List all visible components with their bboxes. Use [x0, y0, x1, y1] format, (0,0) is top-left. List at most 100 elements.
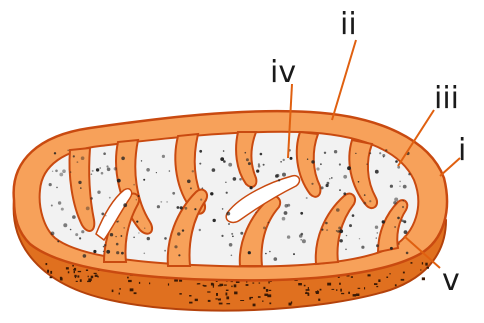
underside-speckle — [208, 300, 211, 302]
matrix-speckle — [192, 170, 194, 172]
underside-speckle — [139, 282, 140, 284]
matrix-speckle — [403, 200, 404, 201]
matrix-speckle — [239, 178, 242, 181]
underside-speckle — [168, 283, 169, 285]
matrix-speckle — [62, 169, 66, 173]
matrix-speckle — [258, 163, 260, 165]
underside-speckle — [88, 276, 89, 278]
underside-speckle — [95, 275, 98, 277]
underside-speckle — [127, 277, 129, 279]
underside-speckle — [76, 281, 78, 282]
underside-speckle — [50, 277, 53, 279]
underside-speckle — [332, 289, 335, 290]
matrix-speckle — [406, 252, 409, 255]
underside-speckle — [340, 289, 342, 292]
matrix-speckle — [79, 237, 81, 239]
matrix-speckle — [226, 212, 230, 216]
matrix-speckle — [56, 187, 58, 189]
matrix-speckle — [364, 194, 366, 196]
underside-speckle — [259, 283, 261, 284]
matrix-speckle — [282, 217, 286, 221]
underside-speckle — [355, 294, 357, 296]
matrix-speckle — [240, 232, 243, 235]
matrix-speckle — [334, 150, 337, 153]
matrix-speckle — [194, 208, 196, 210]
underside-speckle — [249, 297, 251, 299]
matrix-speckle — [220, 157, 224, 161]
label-i: i — [458, 133, 466, 168]
matrix-speckle — [398, 243, 399, 244]
leader-line-i — [440, 158, 460, 176]
matrix-speckle — [90, 197, 93, 200]
matrix-speckle — [390, 247, 393, 250]
matrix-speckle — [103, 251, 104, 252]
underside-speckle — [401, 279, 405, 281]
matrix-speckle — [324, 152, 326, 154]
matrix-speckle — [212, 168, 216, 172]
underside-speckle — [130, 288, 134, 291]
matrix-speckle — [369, 152, 371, 154]
matrix-speckle — [109, 197, 111, 199]
underside-speckle — [213, 285, 214, 288]
label-v: v — [442, 263, 460, 298]
underside-speckle — [74, 271, 75, 273]
underside-speckle — [77, 275, 79, 277]
underside-speckle — [112, 290, 114, 293]
underside-speckle — [376, 286, 378, 287]
matrix-speckle — [311, 160, 314, 163]
underside-speckle — [358, 288, 361, 289]
leader-line-ii — [332, 40, 356, 120]
matrix-speckle — [339, 163, 341, 165]
underside-speckle — [327, 283, 331, 286]
matrix-speckle — [172, 192, 175, 195]
matrix-speckle — [123, 227, 125, 229]
matrix-speckle — [51, 232, 55, 236]
label-iv: iv — [270, 55, 296, 90]
matrix-speckle — [52, 171, 53, 172]
underside-speckle — [269, 290, 272, 291]
matrix-speckle — [185, 207, 188, 210]
matrix-speckle — [138, 232, 139, 233]
matrix-speckle — [63, 223, 67, 227]
matrix-speckle — [302, 239, 306, 243]
matrix-speckle — [104, 244, 106, 246]
matrix-speckle — [390, 185, 393, 188]
matrix-speckle — [200, 199, 202, 201]
matrix-speckle — [57, 240, 59, 242]
underside-speckle — [119, 288, 120, 290]
matrix-speckle — [343, 192, 346, 195]
underside-speckle — [318, 299, 320, 301]
matrix-speckle — [393, 201, 396, 204]
matrix-speckle — [263, 227, 266, 230]
matrix-speckle — [376, 237, 377, 238]
matrix-speckle — [329, 178, 330, 179]
matrix-speckle — [349, 224, 352, 227]
underside-speckle — [234, 292, 237, 295]
underside-speckle — [75, 277, 76, 278]
underside-speckle — [320, 289, 322, 291]
underside-speckle — [128, 280, 132, 282]
matrix-speckle — [101, 213, 104, 216]
underside-speckle — [351, 276, 353, 278]
underside-speckle — [368, 274, 371, 276]
matrix-speckle — [300, 212, 303, 215]
matrix-speckle — [177, 206, 180, 209]
matrix-speckle — [146, 168, 150, 172]
underside-speckle — [88, 278, 92, 281]
underside-speckle — [78, 271, 81, 272]
matrix-speckle — [55, 170, 58, 173]
matrix-speckle — [169, 170, 171, 172]
underside-speckle — [298, 283, 302, 285]
matrix-speckle — [376, 244, 379, 247]
matrix-speckle — [403, 185, 407, 189]
matrix-speckle — [268, 222, 270, 224]
matrix-speckle — [338, 227, 341, 230]
underside-speckle — [219, 303, 223, 305]
matrix-speckle — [379, 152, 381, 154]
matrix-speckle — [283, 159, 285, 161]
matrix-speckle — [250, 186, 253, 189]
matrix-speckle — [225, 182, 226, 183]
matrix-speckle — [263, 164, 265, 166]
matrix-speckle — [325, 222, 328, 225]
